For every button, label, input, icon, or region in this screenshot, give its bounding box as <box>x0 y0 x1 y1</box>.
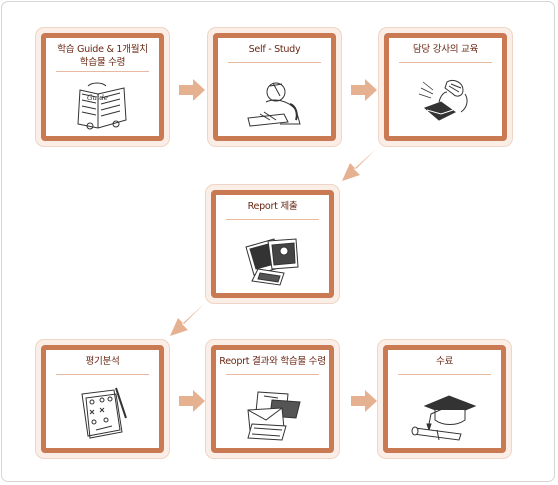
instructor-phone-icon <box>418 79 468 121</box>
step-label-guide: 학습 Guide & 1개월치 학습물 수령 <box>57 44 148 68</box>
step-card-inner: Report 제출 <box>211 190 334 298</box>
arrow-right-icon <box>179 390 205 412</box>
step-label-report: Report 제출 <box>247 201 298 212</box>
step-card-evaluation: 평기분석 <box>35 339 170 459</box>
step-card-self-study: Self - Study <box>207 27 342 147</box>
step-label-results: Reoprt 결과와 학습물 수령 <box>219 356 326 367</box>
step-label-evaluation: 평기분석 <box>85 356 120 367</box>
step-card-inner: 학습 Guide & 1개월치 학습물 수령 Guide <box>41 33 164 141</box>
step-label-self-study: Self - Study <box>248 44 301 55</box>
graduation-cap-icon <box>411 395 476 441</box>
step-card-results: Reoprt 결과와 학습물 수령 <box>205 339 340 459</box>
arrow-down-left-icon <box>342 147 378 181</box>
self-study-icon <box>246 82 301 127</box>
arrow-down-left-icon <box>170 302 206 336</box>
step-card-completion: 수료 <box>377 339 512 459</box>
step-card-instructor: 담당 강사의 교육 <box>378 27 513 147</box>
title-divider <box>226 219 319 220</box>
step-card-inner: 담당 강사의 교육 <box>384 33 507 141</box>
svg-text:Guide: Guide <box>87 94 108 102</box>
title-divider <box>56 374 149 375</box>
arrow-right-icon <box>351 390 377 412</box>
step-label-instructor: 담당 강사의 교육 <box>412 44 479 55</box>
step-card-report: Report 제출 <box>205 184 340 304</box>
title-divider <box>398 374 491 375</box>
title-divider <box>228 62 321 63</box>
arrow-right-icon <box>179 79 205 101</box>
report-submission-icon <box>244 238 299 286</box>
guide-study-materials-icon: Guide <box>76 82 127 130</box>
title-divider <box>226 374 319 375</box>
step-card-inner: 평기분석 <box>41 345 164 453</box>
title-divider <box>399 62 492 63</box>
step-card-inner: Reoprt 결과와 학습물 수령 <box>211 345 334 453</box>
title-divider <box>56 71 149 72</box>
evaluation-analysis-icon <box>80 387 127 439</box>
step-label-completion: 수료 <box>435 356 454 367</box>
step-card-inner: 수료 <box>383 345 506 453</box>
arrow-right-icon <box>351 79 377 101</box>
step-card-inner: Self - Study <box>213 33 336 141</box>
step-card-guide: 학습 Guide & 1개월치 학습물 수령 Guide <box>35 27 170 147</box>
report-results-icon <box>246 391 301 441</box>
